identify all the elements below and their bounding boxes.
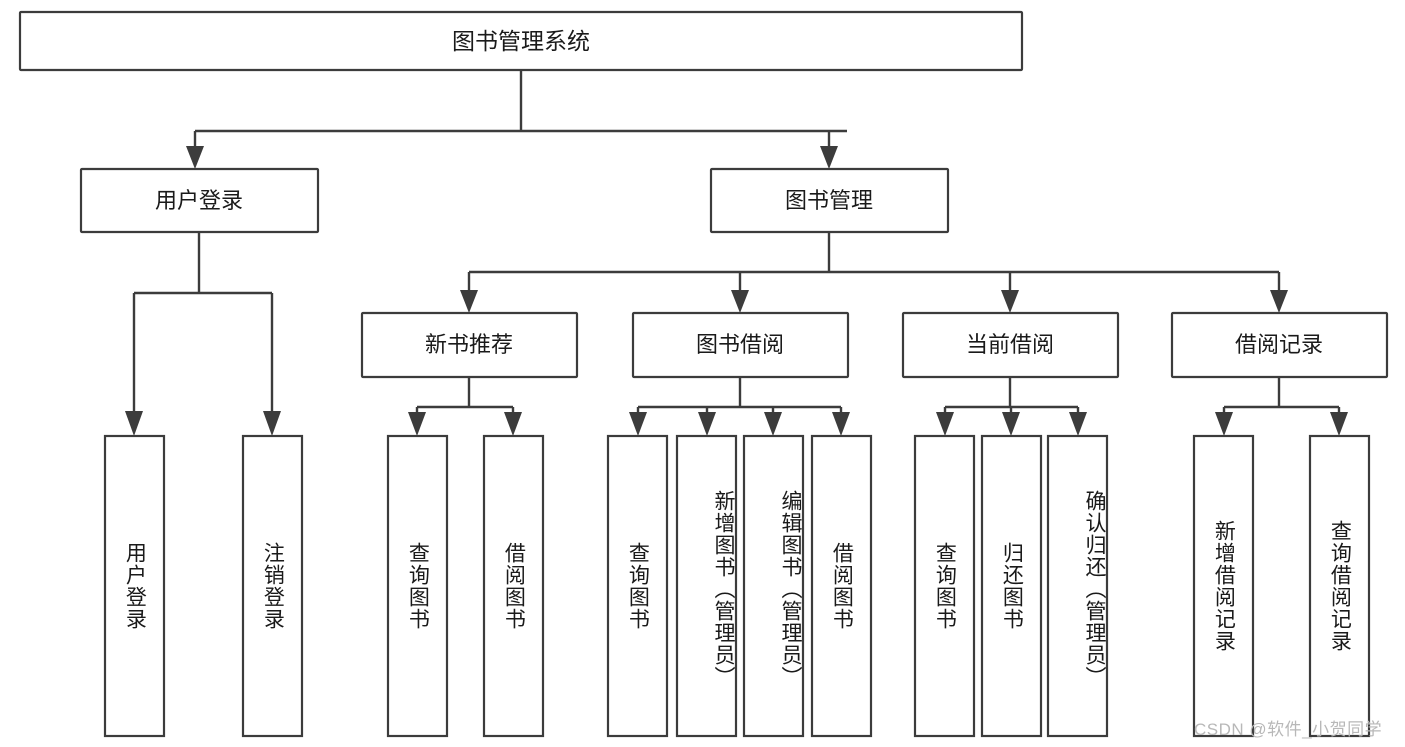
leaf-box-user-login[interactable] — [103, 434, 166, 738]
node-borrow[interactable]: 图书借阅 — [631, 311, 850, 379]
node-newbook[interactable]: 新书推荐 — [360, 311, 579, 379]
leaf-box-newbook-query[interactable] — [386, 434, 449, 738]
node-bookmgmt[interactable]: 图书管理 — [709, 167, 950, 234]
node-borrow-label: 图书借阅 — [696, 332, 784, 357]
leaf-box-borrow-edit[interactable] — [742, 434, 805, 738]
leaf-box-newbook-borrow[interactable] — [482, 434, 545, 738]
node-login-label: 用户登录 — [155, 188, 243, 213]
node-bookmgmt-label: 图书管理 — [785, 188, 873, 213]
leaf-box-record-add[interactable] — [1192, 434, 1255, 738]
leaf-box-borrow-add[interactable] — [675, 434, 738, 738]
node-record-label: 借阅记录 — [1235, 332, 1323, 357]
leaf-box-borrow-query[interactable] — [606, 434, 669, 738]
connector-borrow-to-leaves — [629, 377, 850, 436]
node-root[interactable]: 图书管理系统 — [18, 10, 1024, 72]
node-root-label: 图书管理系统 — [452, 28, 590, 54]
node-current[interactable]: 当前借阅 — [901, 311, 1120, 379]
node-record[interactable]: 借阅记录 — [1170, 311, 1389, 379]
leaf-box-record-query[interactable] — [1308, 434, 1371, 738]
leaf-box-borrow-do[interactable] — [810, 434, 873, 738]
connector-bookmgmt-to-level2 — [460, 232, 1288, 313]
leaf-box-current-query[interactable] — [913, 434, 976, 738]
connector-login-to-leaves — [125, 232, 281, 436]
connector-record-to-leaves — [1215, 377, 1348, 436]
node-login[interactable]: 用户登录 — [79, 167, 320, 234]
watermark: CSDN @软件_小贺同学 — [1194, 720, 1383, 739]
leaf-box-current-return[interactable] — [980, 434, 1043, 738]
connector-newbook-to-leaves — [408, 377, 522, 436]
node-current-label: 当前借阅 — [966, 332, 1054, 357]
connector-current-to-leaves — [936, 377, 1087, 436]
node-newbook-label: 新书推荐 — [425, 332, 513, 357]
leaf-box-current-confirm[interactable] — [1046, 434, 1109, 738]
connector-root-to-level1 — [186, 70, 847, 169]
leaf-box-user-logout[interactable] — [241, 434, 304, 738]
leaf-boxes — [103, 434, 1371, 738]
